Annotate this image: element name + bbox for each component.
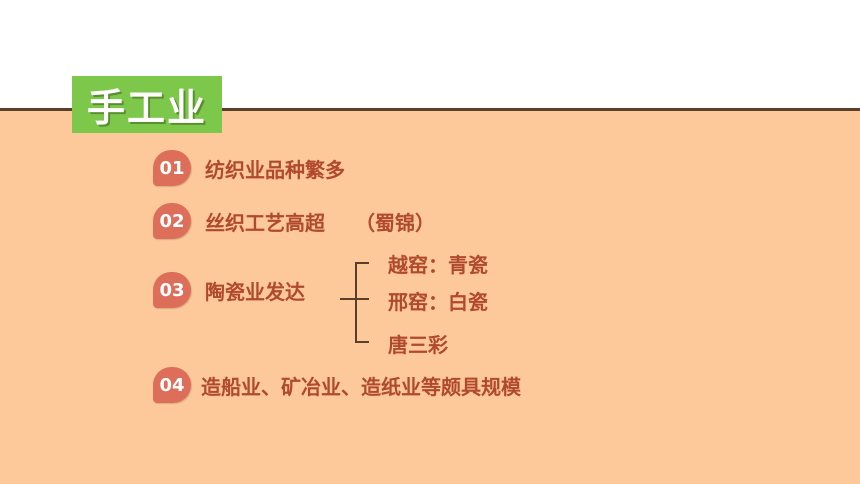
bracket-vertical <box>355 262 357 342</box>
number-badge: 02 <box>153 203 191 239</box>
item-note: （蜀锦） <box>355 210 435 235</box>
bracket-stem <box>340 298 355 300</box>
bracket-branch-middle <box>355 298 369 300</box>
list-item: 03 陶瓷业发达 <box>153 272 305 308</box>
bracket-branch-top <box>355 262 369 264</box>
list-item: 02 丝织工艺高超 （蜀锦） <box>153 203 435 239</box>
item-text: 纺织业品种繁多 <box>205 157 345 182</box>
list-item: 01 纺织业品种繁多 <box>153 150 345 186</box>
ceramic-item: 越窑：青瓷 <box>388 253 488 277</box>
header-divider <box>0 108 860 111</box>
bracket-branch-bottom <box>355 341 369 343</box>
content-area <box>0 111 860 484</box>
item-text: 丝织工艺高超 <box>205 210 325 235</box>
number-badge: 01 <box>153 150 191 186</box>
list-item: 04 造船业、矿冶业、造纸业等颇具规模 <box>153 367 521 403</box>
item-text: 陶瓷业发达 <box>205 279 305 304</box>
title-box: 手工业 <box>72 76 222 133</box>
item-text: 造船业、矿冶业、造纸业等颇具规模 <box>201 374 521 399</box>
ceramic-item: 唐三彩 <box>388 333 448 357</box>
ceramic-item: 邢窑：白瓷 <box>388 290 488 314</box>
slide-title: 手工业 <box>86 86 207 130</box>
number-badge: 03 <box>153 272 191 308</box>
number-badge: 04 <box>153 367 191 403</box>
